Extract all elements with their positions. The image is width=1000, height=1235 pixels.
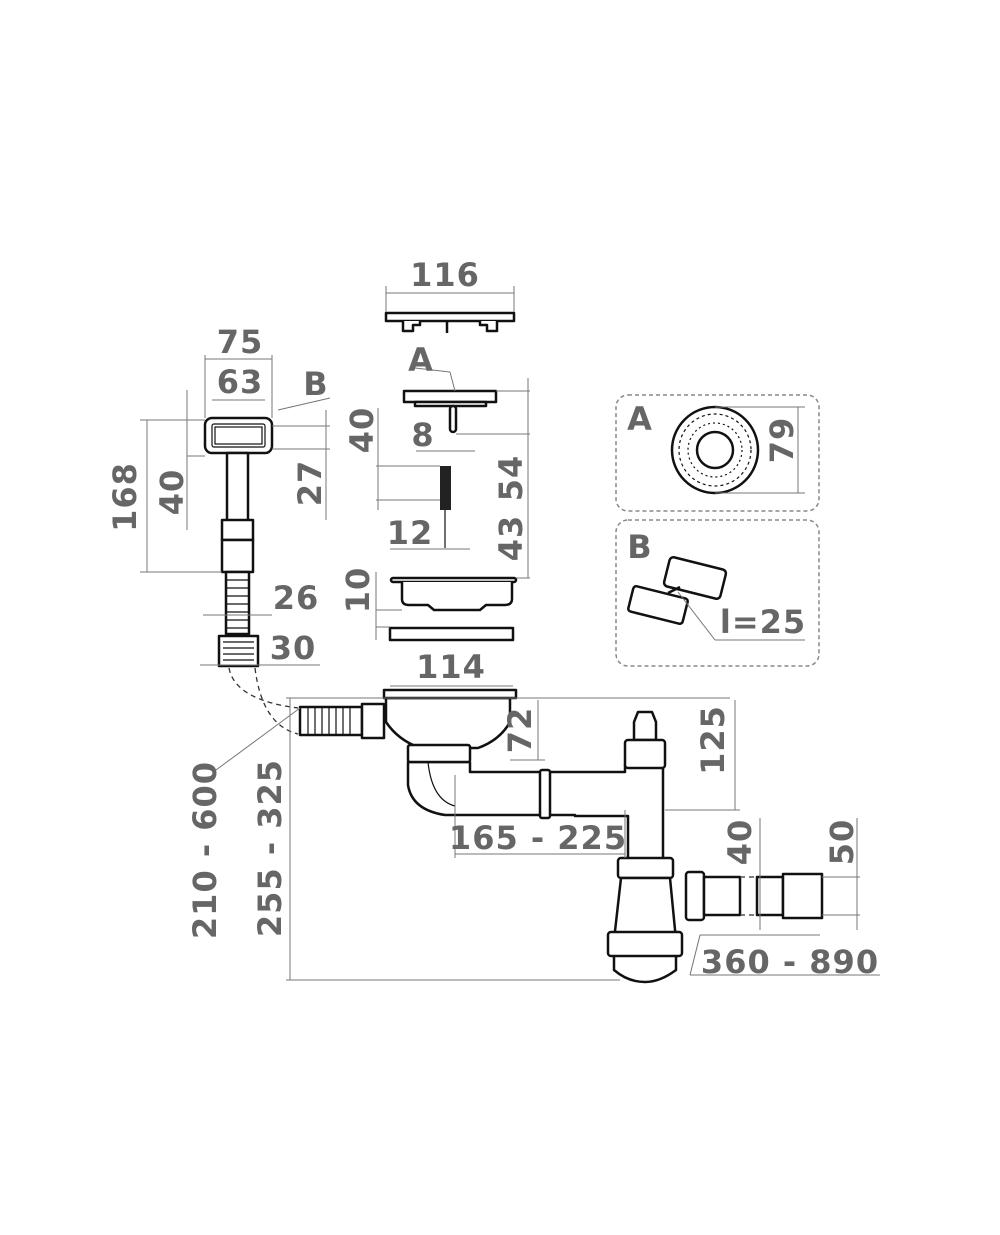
gasket	[388, 626, 515, 642]
dimension-lines	[140, 286, 880, 981]
detail-a-panel: A 79	[615, 394, 820, 512]
detail-a-label: A	[627, 400, 653, 438]
dimension-labels: 116 75 63 B A 40 8 168 40 27 54 12 43 10…	[106, 256, 879, 981]
dim-basket-width: 114	[416, 648, 486, 686]
basket	[389, 576, 518, 612]
screw	[440, 466, 451, 548]
dim-outlet-depth: 72	[501, 707, 539, 754]
detail-a-diameter: 79	[763, 417, 801, 464]
dim-overflow-inner: 63	[217, 363, 264, 401]
dim-sewer: 50	[823, 819, 861, 866]
dim-strainer-height: 54	[492, 455, 530, 502]
callout-a: A	[408, 341, 434, 379]
dim-overflow-outer: 75	[217, 323, 264, 361]
dim-stem: 8	[411, 416, 434, 454]
dim-hose: 26	[273, 579, 320, 617]
grid-plate	[384, 311, 516, 333]
dim-overflow-neck: 27	[291, 460, 329, 507]
dim-basket-depth: 10	[339, 567, 377, 614]
dim-total-height: 255 - 325	[251, 759, 289, 937]
overflow-assembly	[203, 416, 299, 735]
dim-overflow-head: 40	[153, 469, 191, 516]
strainer-a	[402, 389, 498, 434]
dim-pipe-length: 165 - 225	[449, 819, 627, 857]
detail-b-screw-length: l=25	[720, 603, 806, 641]
dim-screw: 12	[387, 514, 434, 552]
detail-b-panel: B l=25	[615, 519, 820, 667]
dim-nut: 30	[270, 629, 317, 667]
dim-stopper-stroke: 40	[343, 407, 381, 454]
dim-outlet-pipe: 40	[721, 819, 759, 866]
dim-overflow-total: 168	[106, 462, 144, 532]
callout-b: B	[303, 365, 328, 403]
dim-screw-to-basket: 43	[492, 515, 530, 562]
dim-grid-width: 116	[410, 256, 480, 294]
dim-outlet-length: 360 - 890	[701, 943, 879, 981]
detail-b-label: B	[627, 528, 652, 566]
dim-tee-height: 125	[694, 705, 732, 775]
dim-overflow-hose-length: 210 - 600	[186, 761, 224, 939]
siphon-assembly	[298, 688, 824, 984]
